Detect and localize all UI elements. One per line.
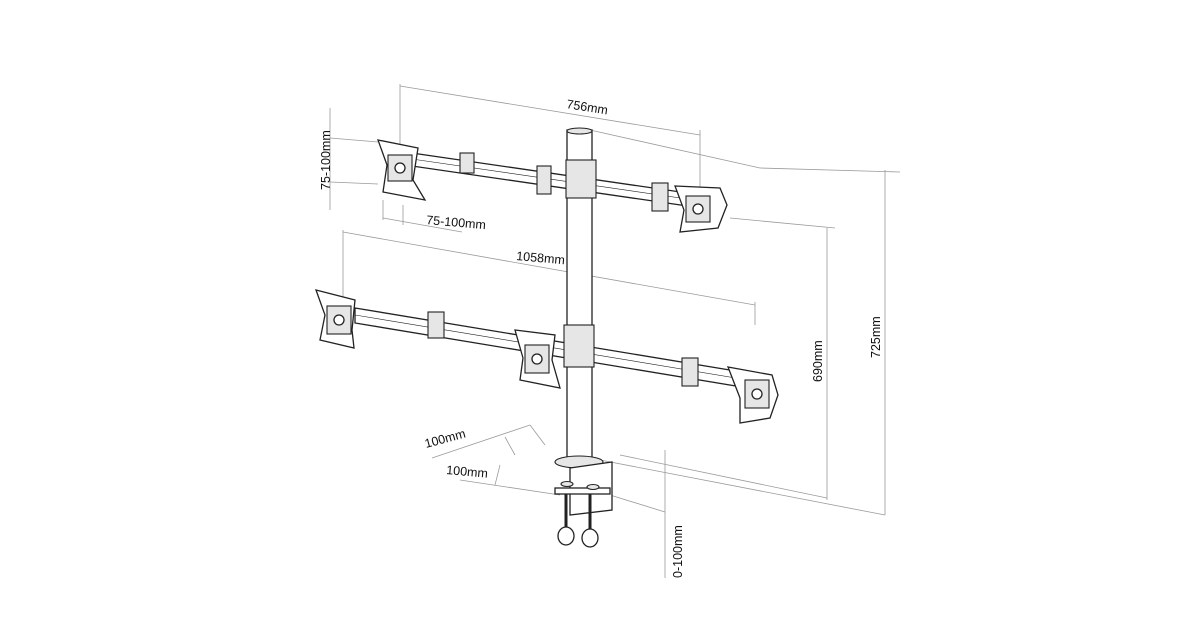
dimension-label-vesa-vertical: 75-100mm	[319, 130, 333, 190]
dimension-label-bottom-arm-width: 1058mm	[516, 249, 566, 267]
dimension-lines	[329, 84, 901, 578]
top-arm	[404, 151, 716, 212]
vesa-plate-bottom-middle	[514, 329, 561, 389]
dimension-label-total-height: 725mm	[869, 316, 883, 358]
dimension-label-lower-arm-height: 690mm	[811, 340, 825, 382]
dimension-label-clamp-width: 100mm	[446, 463, 489, 481]
dimension-label-desk-thickness: 0-100mm	[671, 525, 685, 578]
dimension-label-clamp-depth: 100mm	[423, 427, 467, 451]
dimension-label-top-arm-width: 756mm	[566, 97, 609, 117]
vesa-plate-top-left	[376, 139, 427, 201]
dimension-label-vesa-horizontal: 75-100mm	[426, 213, 487, 232]
desk-clamp	[554, 455, 613, 548]
vesa-plate-bottom-right	[726, 366, 779, 424]
vesa-plate-top-right	[674, 185, 728, 233]
vesa-plate-bottom-left	[314, 289, 356, 349]
